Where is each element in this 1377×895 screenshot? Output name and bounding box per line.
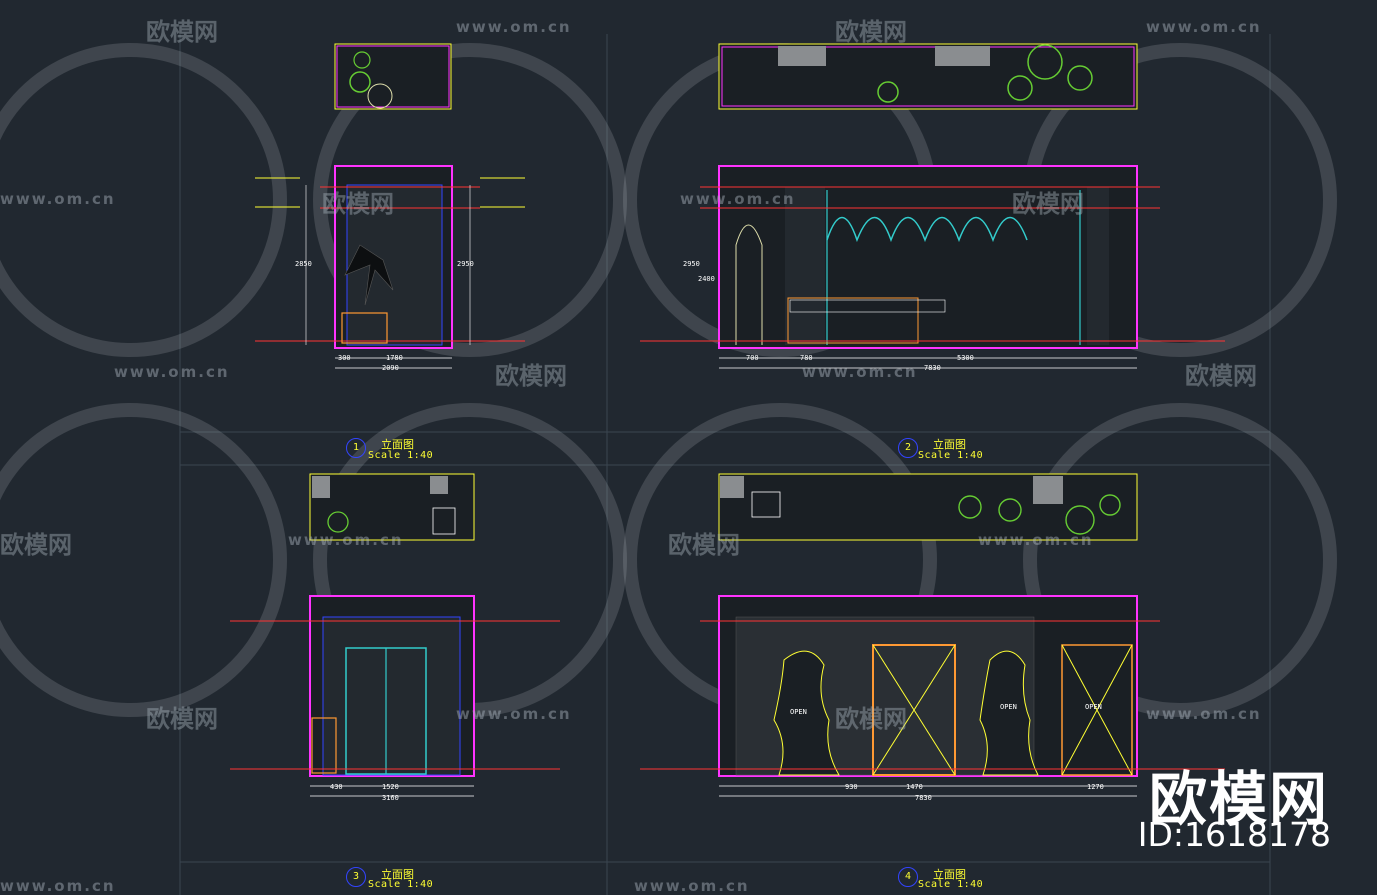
v4-open-left: OPEN	[790, 708, 807, 716]
view-number-1: 1	[346, 438, 366, 458]
watermark-brand: 欧模网	[495, 362, 567, 390]
watermark-site: www.om.cn	[1146, 705, 1262, 723]
v2-dim-height-2: 2400	[698, 275, 715, 283]
view-number-4: 4	[898, 867, 918, 887]
watermark-site: www.om.cn	[0, 190, 116, 208]
v3-dim-a: 1520	[382, 783, 399, 791]
v4-dim-a: 1470	[906, 783, 923, 791]
v1-dim-a: 300	[338, 354, 351, 362]
watermark-site: www.om.cn	[456, 705, 572, 723]
watermark-brand: 欧模网	[835, 705, 907, 733]
view3-elevation	[230, 595, 560, 797]
view2-elevation	[640, 165, 1225, 369]
watermark-brand: 欧模网	[146, 705, 218, 733]
v4-open-right: OPEN	[1085, 703, 1102, 711]
watermark-brand: 欧模网	[668, 531, 740, 559]
v4-dim-c: 1270	[1087, 783, 1104, 791]
v2-dim-a: 5300	[957, 354, 974, 362]
v4-open-mid: OPEN	[1000, 703, 1017, 711]
v3-dim-b: 430	[330, 783, 343, 791]
watermark-brand: 欧模网	[835, 18, 907, 46]
watermark-brand: 欧模网	[322, 190, 394, 218]
watermark-brand: 欧模网	[146, 18, 218, 46]
view-number-2: 2	[898, 438, 918, 458]
view-scale-3: Scale 1:40	[368, 879, 434, 890]
watermark-site: www.om.cn	[680, 190, 796, 208]
view3-plan	[309, 473, 475, 541]
watermark-site: www.om.cn	[1146, 18, 1262, 36]
view4-elevation	[640, 595, 1225, 797]
view-title-2: 立面图	[933, 438, 966, 451]
drawing-grid	[179, 34, 1271, 895]
view-scale-4: Scale 1:40	[918, 879, 984, 890]
v2-dim-width: 7830	[924, 364, 941, 372]
view-number-3: 3	[346, 867, 366, 887]
view-title-1: 立面图	[381, 438, 414, 451]
watermark-site: www.om.cn	[634, 877, 750, 895]
view-scale-2: Scale 1:40	[918, 450, 984, 461]
view-title-4: 立面图	[933, 868, 966, 881]
watermark-site: www.om.cn	[456, 18, 572, 36]
v4-dim-b: 930	[845, 783, 858, 791]
v3-dim-width: 3160	[382, 794, 399, 802]
view1-elevation	[255, 165, 525, 369]
v2-dim-b: 780	[800, 354, 813, 362]
watermark-site: www.om.cn	[802, 363, 918, 381]
v1-dim-b: 1780	[386, 354, 403, 362]
watermark-site: www.om.cn	[978, 531, 1094, 549]
watermark-site: www.om.cn	[0, 877, 116, 895]
view2-plan	[718, 43, 1138, 110]
view-title-3: 立面图	[381, 868, 414, 881]
view4-plan	[718, 473, 1138, 541]
v1-dim-width: 2090	[382, 364, 399, 372]
view-scale-1: Scale 1:40	[368, 450, 434, 461]
watermark-brand: 欧模网	[0, 531, 72, 559]
watermark-brand: 欧模网	[1185, 362, 1257, 390]
v1-dim-height-right: 2950	[457, 260, 474, 268]
watermark-site: www.om.cn	[288, 531, 404, 549]
watermark-brand: 欧模网	[1012, 190, 1084, 218]
v1-dim-height: 2850	[295, 260, 312, 268]
v2-dim-height: 2950	[683, 260, 700, 268]
watermark-site: www.om.cn	[114, 363, 230, 381]
model-id: ID:1618178	[1137, 815, 1331, 854]
v4-dim-width: 7830	[915, 794, 932, 802]
v2-dim-c: 700	[746, 354, 759, 362]
view1-plan	[334, 43, 452, 110]
brand-logo-text: 欧模网	[1148, 765, 1329, 833]
